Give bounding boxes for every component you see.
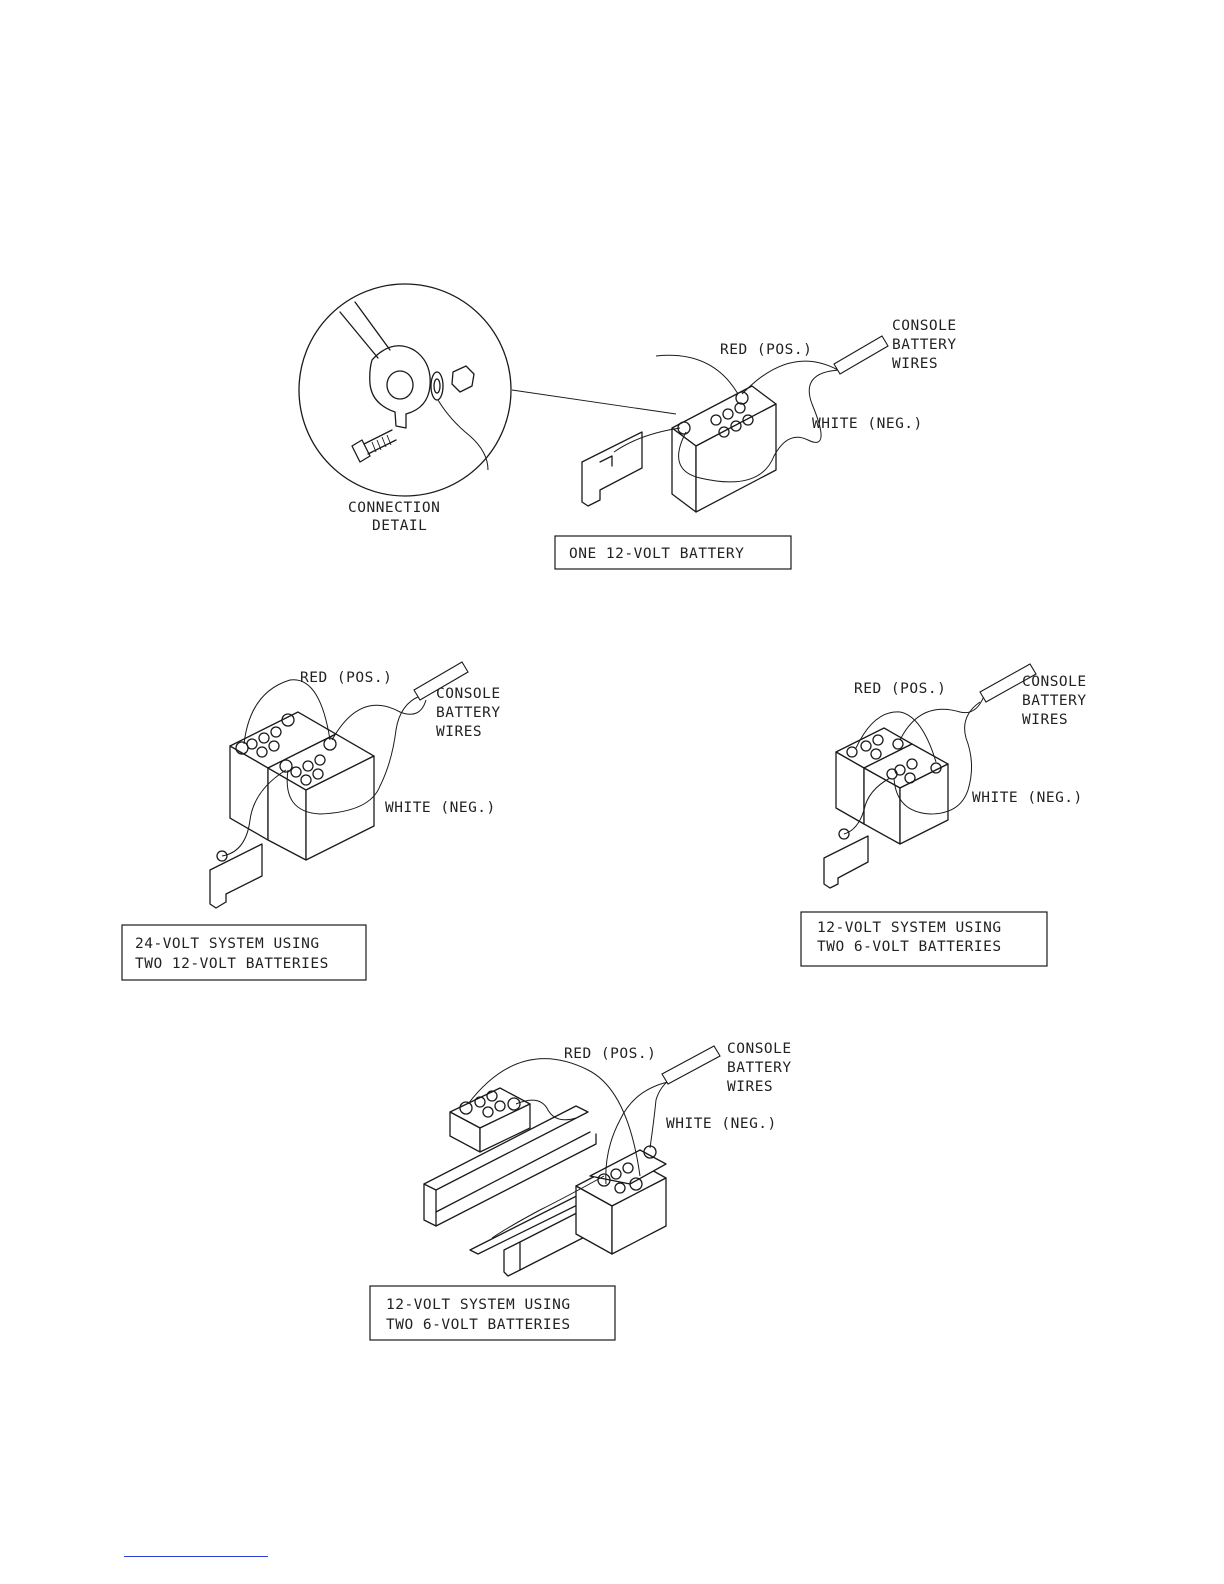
caption-4-line-1: 12-VOLT SYSTEM USING	[386, 1297, 571, 1313]
diagram-24v-two-12v: RED (POS.) WHITE (NEG.) CONSOLE BATTERY …	[121, 661, 501, 981]
detail-label-line-1: CONNECTION	[348, 500, 440, 516]
console-cable	[413, 661, 469, 701]
caption-4-line-2: TWO 6-VOLT BATTERIES	[386, 1317, 571, 1333]
console-cable	[833, 335, 889, 375]
caption-box-1	[554, 535, 792, 570]
label-white-neg: WHITE (NEG.)	[666, 1116, 777, 1132]
diagram-12v-two-6v-a: RED (POS.) WHITE (NEG.) CONSOLE BATTERY …	[800, 663, 1087, 967]
mounting-rail-back	[423, 1105, 589, 1191]
diagram-12v-two-6v-b: RED (POS.) WHITE (NEG.) CONSOLE BATTERY …	[369, 1041, 792, 1341]
label-red-pos: RED (POS.)	[564, 1046, 656, 1062]
diagram-one-12v-battery: CONNECTION DETAIL RED (POS.) WHITE (NEG.…	[298, 283, 957, 570]
label-console-3: WIRES	[727, 1079, 773, 1095]
battery-6v-back	[449, 1087, 531, 1153]
label-red-pos: RED (POS.)	[300, 670, 392, 686]
caption-2-line-1: 24-VOLT SYSTEM USING	[135, 936, 320, 952]
footer-link-underline[interactable]	[124, 1556, 268, 1557]
label-white-neg: WHITE (NEG.)	[812, 416, 923, 432]
battery-6v-front	[575, 1145, 667, 1255]
caption-1-line-1: ONE 12-VOLT BATTERY	[569, 546, 744, 562]
label-console-1: CONSOLE	[727, 1041, 792, 1057]
caption-2-line-2: TWO 12-VOLT BATTERIES	[135, 956, 329, 972]
label-white-neg: WHITE (NEG.)	[972, 790, 1083, 806]
ground-bracket	[581, 431, 643, 507]
console-cable	[661, 1045, 721, 1085]
label-console-3: WIRES	[436, 724, 482, 740]
battery-pair-12v	[229, 711, 375, 861]
console-cable	[979, 663, 1037, 703]
label-white-neg: WHITE (NEG.)	[385, 800, 496, 816]
label-console-1: CONSOLE	[1022, 674, 1087, 690]
caption-3-line-1: 12-VOLT SYSTEM USING	[817, 920, 1002, 936]
ground-bracket	[823, 835, 869, 889]
caption-box-3	[800, 911, 1048, 967]
label-console-2: BATTERY	[892, 337, 957, 353]
label-console-1: CONSOLE	[436, 686, 501, 702]
ground-bracket	[209, 843, 263, 909]
caption-3-line-2: TWO 6-VOLT BATTERIES	[817, 939, 1002, 955]
label-console-2: BATTERY	[1022, 693, 1087, 709]
battery-12v	[671, 385, 777, 513]
label-console-1: CONSOLE	[892, 318, 957, 334]
caption-box-2	[121, 924, 367, 981]
detail-label-line-2: DETAIL	[372, 518, 427, 534]
positive-terminal	[735, 391, 749, 405]
label-red-pos: RED (POS.)	[854, 681, 946, 697]
label-console-2: BATTERY	[727, 1060, 792, 1076]
label-console-3: WIRES	[1022, 712, 1068, 728]
label-red-pos: RED (POS.)	[720, 342, 812, 358]
battery-pair-6v	[835, 727, 949, 845]
label-console-2: BATTERY	[436, 705, 501, 721]
connection-detail-illustration	[298, 283, 512, 497]
caption-box-4	[369, 1285, 616, 1341]
detail-leader-line	[511, 389, 677, 415]
label-console-3: WIRES	[892, 356, 938, 372]
